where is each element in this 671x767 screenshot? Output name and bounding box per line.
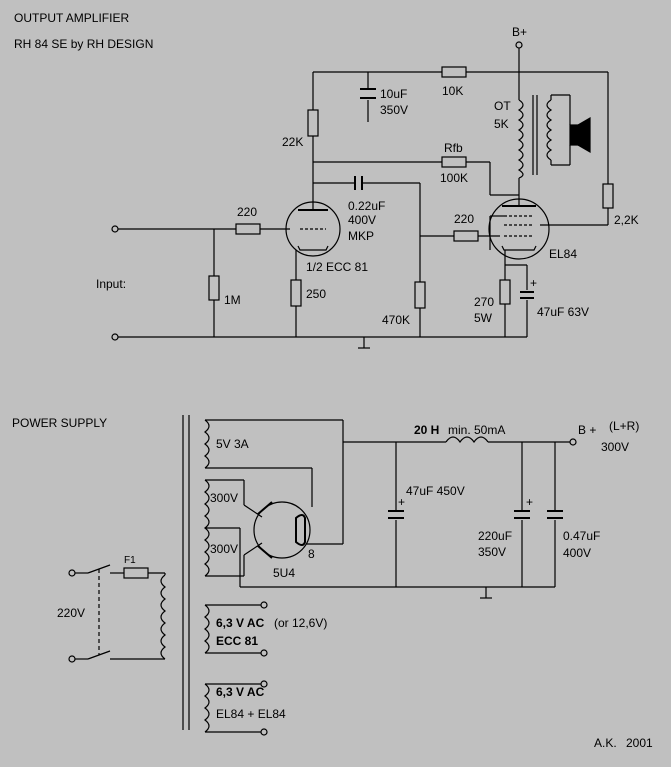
resistor-rfb [441, 156, 467, 168]
label-ot-imp: 5K [494, 117, 509, 131]
label-sec-5v: 5V 3A [216, 437, 249, 451]
label-r-10k: 10K [442, 84, 463, 98]
psu-wiring [239, 436, 577, 599]
resistor-22k [307, 109, 319, 137]
label-cap3: 0.47uF [563, 529, 600, 543]
label-cap-coupling-type: MKP [348, 229, 374, 243]
resistor-10k [441, 66, 467, 78]
label-tube1: 1/2 ECC 81 [306, 260, 368, 274]
output-transformer [517, 94, 571, 179]
label-cap-47uf-plus: + [530, 276, 537, 290]
label-choke-spec: min. 50mA [448, 423, 505, 437]
label-heater1-line1: 6,3 V AC [216, 616, 265, 630]
amp-wiring [111, 41, 609, 349]
label-mains: 220V [57, 606, 85, 620]
label-r-2k2: 2,2K [614, 213, 639, 227]
secondary-hv [204, 479, 244, 577]
label-cap-coupling: 0.22uF [348, 199, 385, 213]
resistor-2k2 [602, 183, 614, 209]
label-ot: OT [494, 99, 511, 113]
label-cap-10uf: 10uF [380, 87, 407, 101]
label-cap3-v: 400V [563, 546, 591, 560]
label-bplus-psu: B + [578, 423, 596, 437]
footer-author: A.K. [594, 736, 617, 750]
tube-el84 [488, 198, 550, 260]
label-r-270: 270 [474, 295, 494, 309]
label-rfb-val: 100K [440, 171, 468, 185]
fuse-f1 [123, 567, 149, 579]
label-tube2: EL84 [549, 247, 577, 261]
label-r-1m: 1M [224, 293, 241, 307]
label-r-grid1: 220 [237, 205, 257, 219]
resistor-470k [414, 281, 426, 309]
label-r-22k: 22K [282, 135, 303, 149]
label-rectifier: 5U4 [273, 566, 295, 580]
power-transformer-core [182, 415, 190, 730]
label-sec-300a: 300V [210, 491, 238, 505]
label-heater2-line1: 6,3 V AC [216, 685, 265, 699]
resistor-220-grid2 [453, 230, 479, 242]
label-sec-300b: 300V [210, 542, 238, 556]
label-fuse: F1 [124, 555, 136, 566]
resistor-270 [499, 279, 511, 305]
resistor-250 [290, 279, 302, 307]
label-bplus: B+ [512, 25, 527, 39]
label-rfb: Rfb [444, 141, 463, 155]
label-r-270-w: 5W [474, 311, 493, 325]
heater-ecc81-winding [204, 601, 268, 657]
speaker-icon [569, 116, 591, 154]
label-cap2: 220uF [478, 529, 512, 543]
resistor-220-grid1 [235, 223, 261, 235]
label-bplus-note: (L+R) [609, 419, 639, 433]
heater-el84-winding [204, 680, 268, 736]
label-r-grid2: 220 [454, 212, 474, 226]
resistor-1m [208, 275, 220, 301]
capacitor-0-47uf [547, 510, 563, 519]
secondary-5v [204, 419, 343, 507]
label-heater1-line1b: (or 12,6V) [274, 616, 327, 630]
amp-subtitle: RH 84 SE by RH DESIGN [14, 37, 153, 51]
capacitor-47uf-450v [388, 510, 404, 519]
label-cap-coupling-v: 400V [348, 213, 376, 227]
tube-ecc81 [285, 200, 341, 257]
capacitor-220uf [514, 510, 530, 519]
rectifier-5u4 [243, 420, 344, 576]
label-pin8: 8 [308, 547, 315, 561]
label-cap1-plus: + [398, 495, 405, 509]
capacitor-coupling [354, 176, 363, 190]
label-r-250: 250 [306, 287, 326, 301]
label-r-470k: 470K [382, 313, 410, 327]
mains-switch [68, 564, 111, 663]
label-heater1-line2: ECC 81 [216, 634, 258, 648]
label-bplus-v: 300V [601, 440, 629, 454]
label-cap-10uf-v: 350V [380, 103, 408, 117]
label-cap-47uf: 47uF 63V [537, 305, 589, 319]
capacitor-10uf [360, 88, 376, 99]
amp-title: OUTPUT AMPLIFIER [14, 11, 129, 25]
label-input: Input: [96, 277, 126, 291]
capacitor-47uf [520, 291, 534, 299]
label-cap2-plus: + [526, 495, 533, 509]
footer-year: 2001 [626, 736, 653, 750]
primary-coil [110, 567, 166, 660]
label-cap1: 47uF 450V [406, 484, 465, 498]
label-heater2-line2: EL84 + EL84 [216, 707, 286, 721]
label-choke: 20 H [414, 423, 439, 437]
psu-title: POWER SUPPLY [12, 416, 107, 430]
label-cap2-v: 350V [478, 545, 506, 559]
